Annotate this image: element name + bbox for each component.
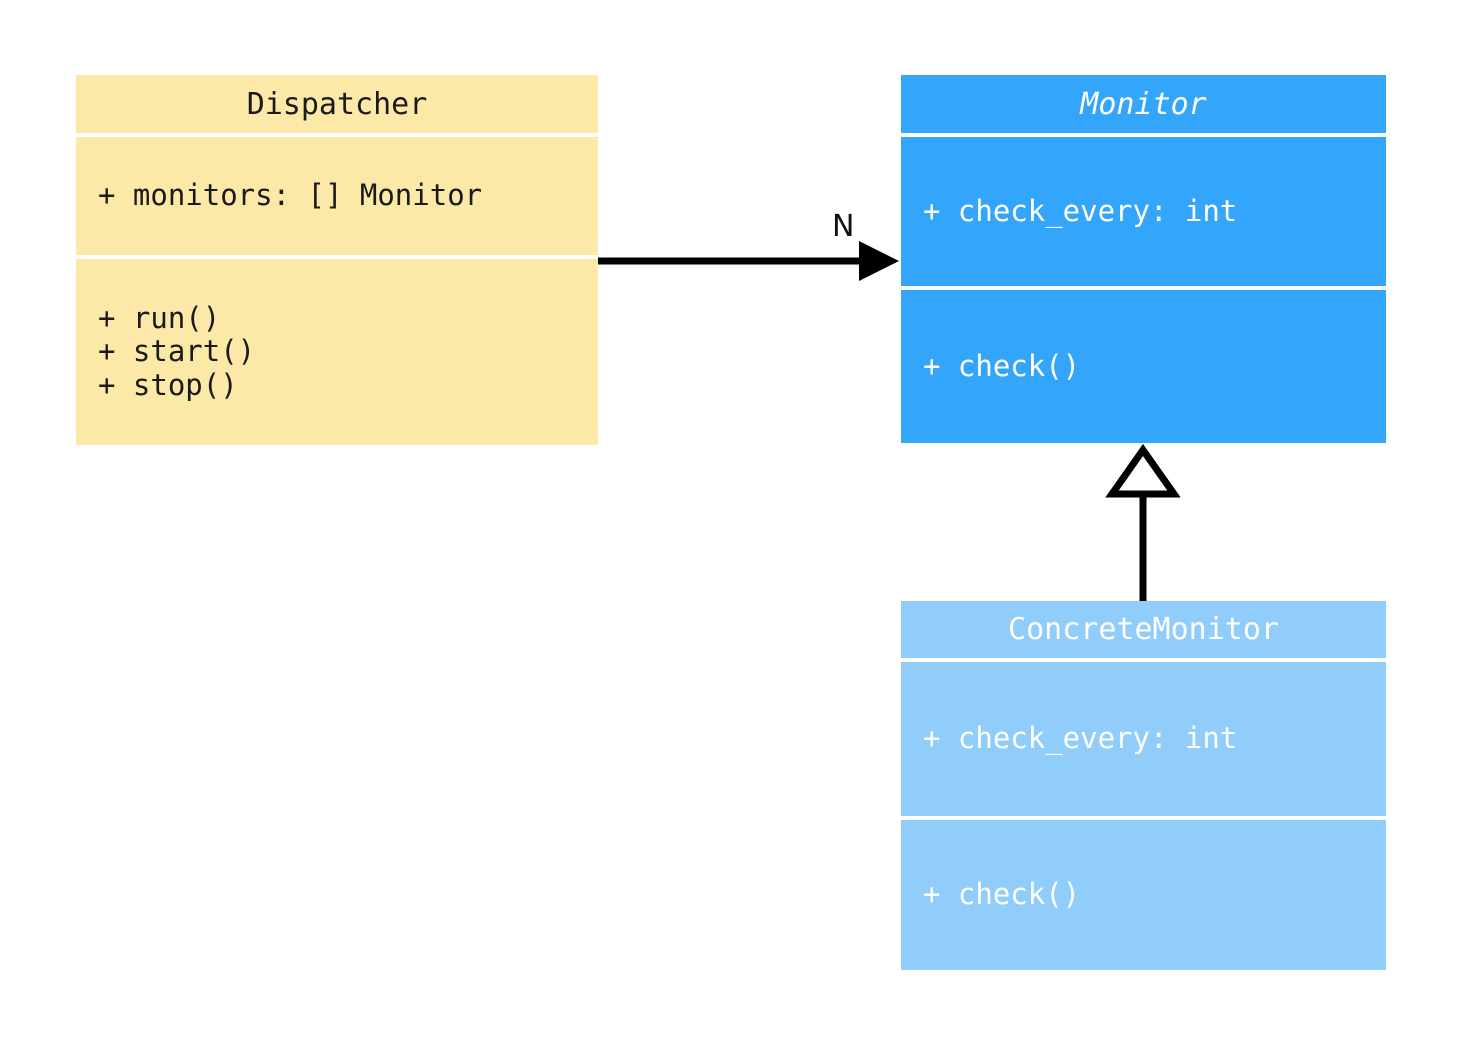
generalization-edge-concretemonitor-monitor [1105,443,1181,601]
method-row: + check() [923,877,1081,912]
compartment-divider [901,816,1386,820]
compartment-divider [76,133,598,137]
method-row: + check() [923,348,1081,383]
association-multiplicity-label: N [832,209,855,244]
compartment-divider [901,286,1386,290]
association-edge-dispatcher-monitor [598,241,899,281]
attributes-compartment-concretemonitor: + check_every: int [901,662,1386,816]
attribute-row: + check_every: int [923,193,1238,228]
methods-compartment-dispatcher: + run() + start() + stop() [76,259,598,445]
uml-class-monitor[interactable]: Monitor + check_every: int + check() [901,75,1386,443]
attribute-row: + monitors: [] Monitor [98,178,483,213]
attribute-row: + check_every: int [923,721,1238,756]
compartment-divider [76,255,598,259]
attributes-compartment-monitor: + check_every: int [901,137,1386,286]
compartment-divider [901,133,1386,137]
class-title-monitor: Monitor [901,75,1386,133]
method-row: + start() [98,334,256,369]
uml-class-concretemonitor[interactable]: ConcreteMonitor + check_every: int + che… [901,601,1386,970]
attributes-compartment-dispatcher: + monitors: [] Monitor [76,137,598,255]
methods-compartment-monitor: + check() [901,290,1386,443]
generalization-arrowhead-hollow-triangle [1105,443,1181,498]
method-row: + stop() [98,367,238,402]
uml-class-dispatcher[interactable]: Dispatcher + monitors: [] Monitor + run(… [76,75,598,445]
class-title-concretemonitor: ConcreteMonitor [901,601,1386,658]
method-row: + run() [98,300,221,335]
association-arrowhead-filled-triangle [859,241,899,281]
class-title-dispatcher: Dispatcher [76,75,598,133]
methods-compartment-concretemonitor: + check() [901,820,1386,970]
compartment-divider [901,658,1386,662]
